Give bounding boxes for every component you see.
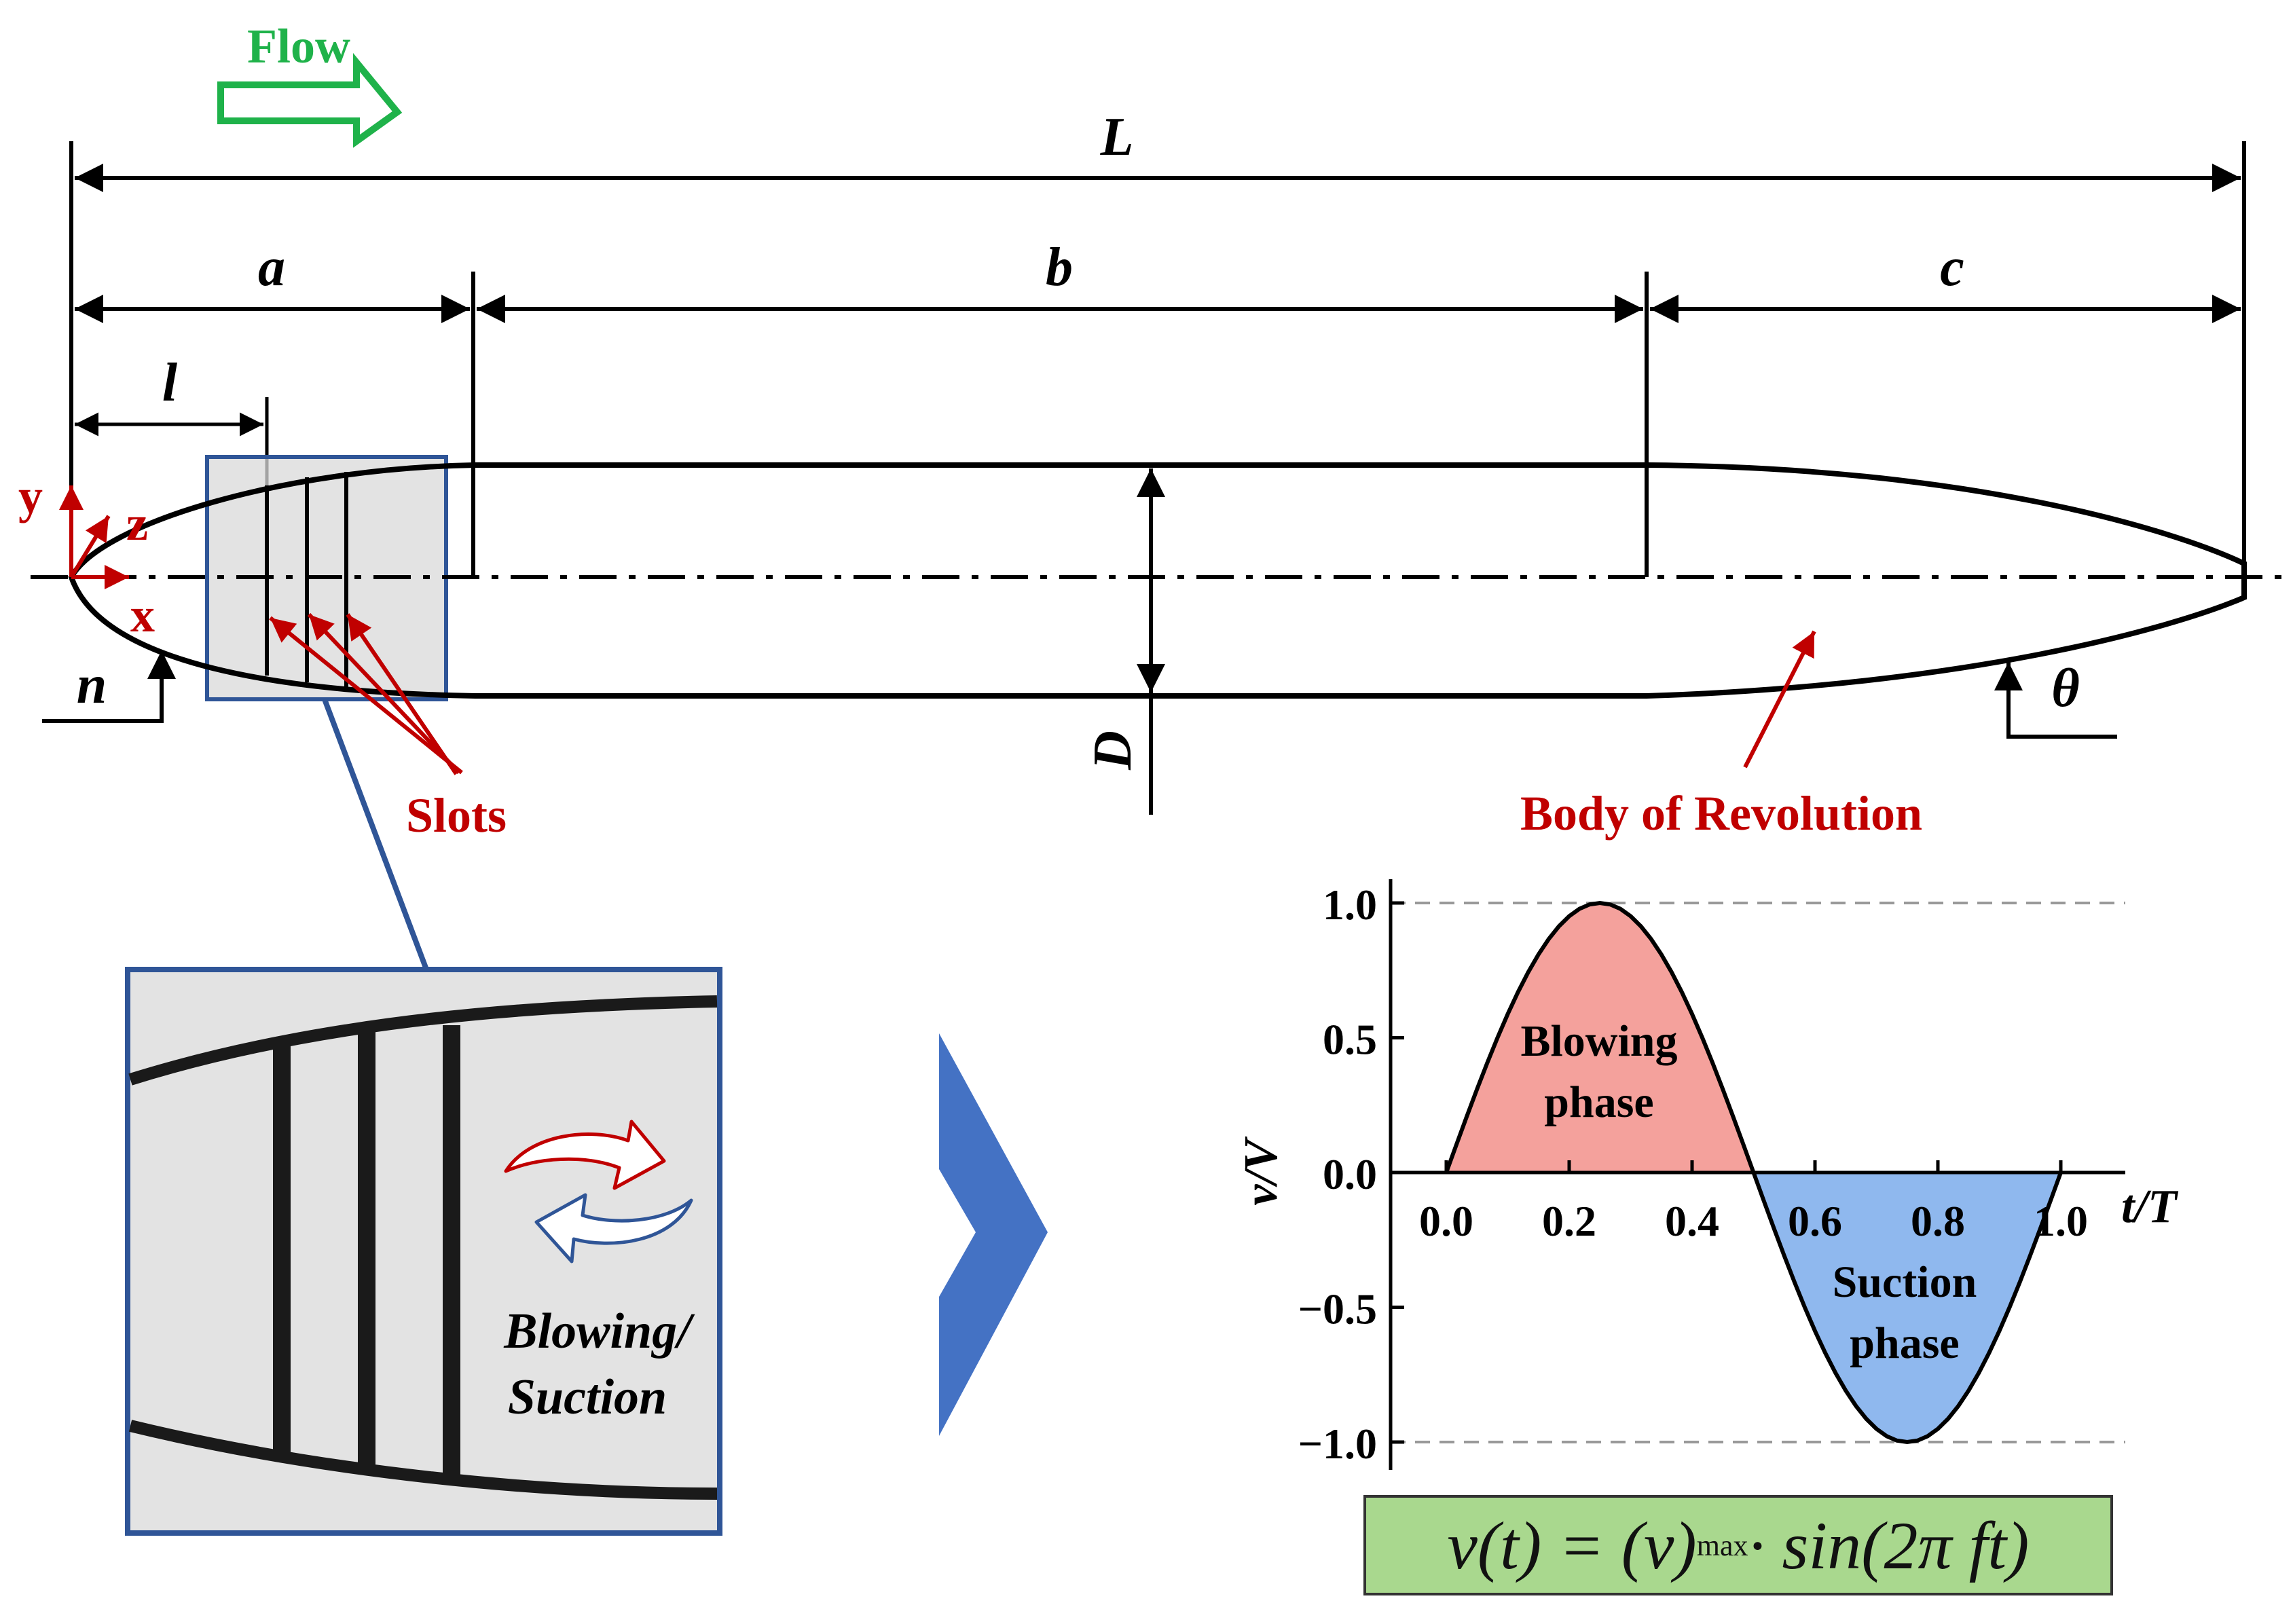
flow-arrow-icon [217,53,403,148]
y-tick-label: −1.0 [1298,1420,1377,1468]
suction-arrow-icon [534,1193,693,1263]
equation-box: v(t) = (v)max · sin(2π ft) [1363,1495,2113,1595]
x-tick-label: 0.8 [1911,1197,1965,1245]
dim-D-label: D [1083,731,1143,771]
theta-leader [1994,662,2117,739]
dim-l-label: l [162,353,178,413]
blowing-phase-region-label-line2: phase [1544,1077,1653,1127]
equation-lhs: v(t) = (v) [1447,1507,1697,1583]
y-tick-label: 0.0 [1323,1150,1377,1198]
sine-curve [1444,900,2063,1445]
zoom-connector [322,698,429,971]
axis-y-label: y [18,469,43,523]
dim-L-label: L [1100,107,1134,167]
blowing-suction-label-line1: Blowing/ [503,1304,695,1359]
flow-label: Flow [247,19,350,73]
body-of-revolution-label: Body of Revolution [1520,786,1922,841]
dim-b-label: b [1046,238,1073,297]
n-leader [42,650,176,723]
dim-a-label: a [258,238,285,297]
slots-pointer-arrows [269,612,463,775]
dim-c-label: c [1940,238,1964,297]
equation-rhs: · sin(2π ft) [1748,1507,2030,1583]
coordinate-triad-icon [59,485,129,589]
suction-phase-region-label-line1: Suction [1833,1257,1977,1307]
y-tick-label: −0.5 [1298,1285,1377,1333]
blowing-phase-region-label-line1: Blowing [1520,1016,1677,1066]
x-tick-label: 0.2 [1542,1197,1596,1245]
n-label: n [77,655,107,715]
x-tick-label: 0.0 [1419,1197,1473,1245]
y-axis-label: v/V [1235,1136,1287,1206]
slots-label: Slots [406,788,507,843]
chevron-right-icon [939,1033,1048,1436]
axis-x-label: x [130,588,155,642]
x-tick-label: 1.0 [2034,1197,2088,1245]
blowing-arrow-icon [504,1120,666,1190]
y-tick-label: 1.0 [1323,881,1377,929]
equation-subscript: max [1696,1528,1748,1562]
y-tick-label: 0.5 [1323,1016,1377,1064]
x-tick-label: 0.6 [1788,1197,1842,1245]
suction-phase-region-label-line2: phase [1850,1318,1959,1368]
axis-z-label: z [126,496,148,551]
body-pointer-arrow [1743,630,1816,769]
theta-label: θ [2051,659,2080,718]
zoom-panel [125,967,722,1536]
chart: 1.0 0.5 0.0 −0.5 −1.0 0.0 0.2 0.4 0.6 0.8 1.0 t/T v… [1235,879,2179,1470]
blowing-phase-region [1446,903,1754,1173]
suction-phase-region [1753,1173,2061,1442]
blowing-suction-label-line2: Suction [508,1369,667,1425]
x-tick-label: 0.4 [1665,1197,1719,1245]
x-axis-label: t/T [2121,1181,2179,1233]
